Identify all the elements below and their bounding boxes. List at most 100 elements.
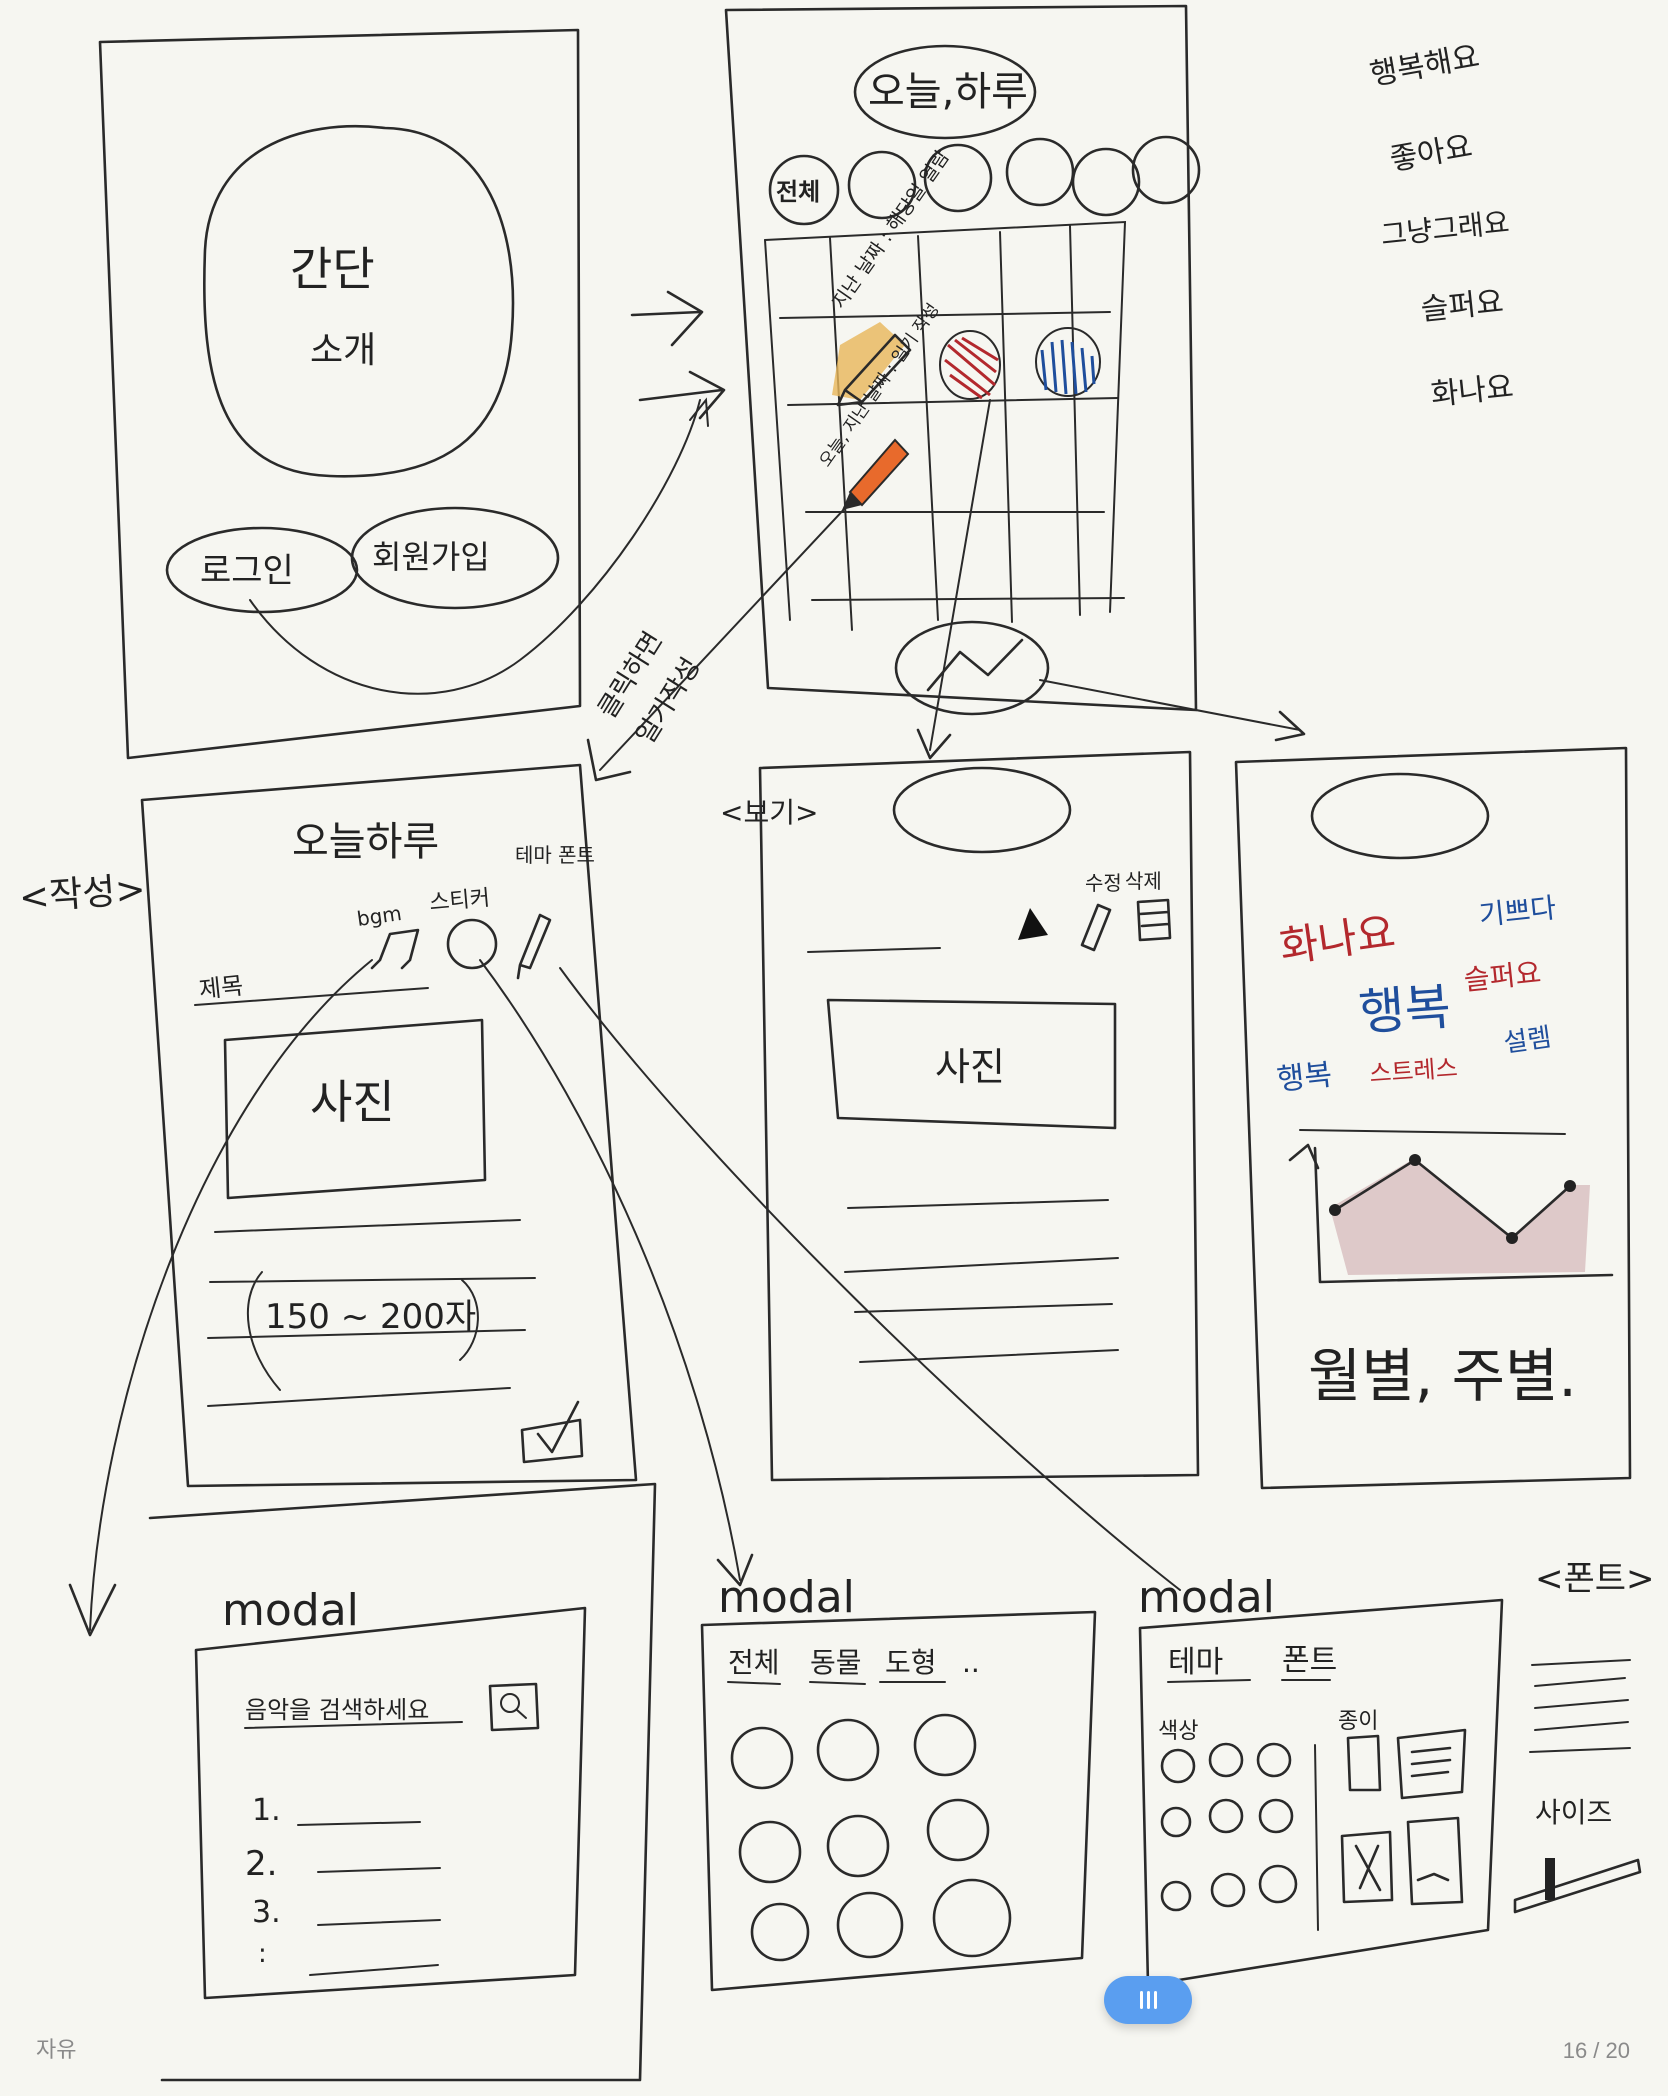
music-search-button[interactable] bbox=[488, 1682, 540, 1732]
char-limit-text: 150 ~ 200자 bbox=[265, 1297, 476, 1337]
paper-option-lined[interactable] bbox=[1396, 1728, 1467, 1800]
sticker-tab-2-underline bbox=[809, 1681, 866, 1685]
font-option-line-3[interactable] bbox=[1534, 1699, 1629, 1709]
color-swatch[interactable] bbox=[1208, 1798, 1244, 1834]
slider-handle[interactable] bbox=[1545, 1858, 1555, 1900]
annotation-past-day: 지난 날짜 : 해당일 열람 bbox=[828, 146, 954, 313]
calendar-border bbox=[764, 220, 1127, 613]
write-line-2 bbox=[209, 1277, 536, 1283]
stats-word-1: 화나요 bbox=[1277, 907, 1399, 972]
color-swatch[interactable] bbox=[1258, 1864, 1298, 1904]
search-icon bbox=[500, 1693, 520, 1713]
mood-day-blue[interactable] bbox=[1035, 327, 1101, 397]
filter-mood-2[interactable] bbox=[923, 143, 993, 213]
view-side-label: <보기> bbox=[720, 796, 818, 829]
signup-button-label: 회원가입 bbox=[372, 538, 490, 576]
mood-day-red[interactable] bbox=[939, 330, 1001, 400]
filter-mood-5[interactable] bbox=[1131, 135, 1201, 205]
write-line-3 bbox=[207, 1329, 526, 1339]
font-option-line-1[interactable] bbox=[1531, 1659, 1631, 1666]
write-photo-label: 사진 bbox=[310, 1075, 395, 1129]
sticker-item[interactable] bbox=[750, 1902, 810, 1962]
trash-icon[interactable] bbox=[1136, 898, 1172, 942]
theme-tab-font[interactable]: 폰트 bbox=[1282, 1643, 1337, 1678]
sticker-tab-3[interactable]: 도형 bbox=[885, 1646, 937, 1679]
sticker-icon[interactable] bbox=[446, 918, 498, 970]
music-list-line-2[interactable] bbox=[317, 1867, 441, 1873]
page-navigator-button[interactable] bbox=[1104, 1976, 1192, 2024]
mood-item-5: 화나요 bbox=[1429, 369, 1515, 412]
filter-all[interactable]: 전체 bbox=[768, 154, 840, 226]
screen-intro: 간단 소개 로그인 회원가입 bbox=[98, 28, 709, 760]
font-option-line-4[interactable] bbox=[1534, 1721, 1629, 1731]
stats-chart-button[interactable] bbox=[894, 620, 1050, 716]
mood-item-3: 그냥그래요 bbox=[1379, 206, 1511, 252]
sticker-item[interactable] bbox=[730, 1726, 794, 1790]
sticker-item[interactable] bbox=[913, 1713, 977, 1777]
submit-check-button[interactable] bbox=[520, 1400, 584, 1464]
music-list-number-1: 1. bbox=[252, 1793, 281, 1828]
flow-to-write bbox=[599, 504, 849, 771]
sticker-item[interactable] bbox=[836, 1891, 904, 1959]
music-list-line-3[interactable] bbox=[317, 1919, 441, 1926]
filter-mood-4[interactable] bbox=[1071, 147, 1141, 217]
filter-mood-1[interactable] bbox=[847, 150, 917, 220]
view-line-2 bbox=[844, 1257, 1119, 1273]
theme-section-divider bbox=[1314, 1744, 1319, 1931]
font-option-line-2[interactable] bbox=[1534, 1677, 1626, 1687]
color-swatch[interactable] bbox=[1160, 1748, 1196, 1784]
theme-pencil-icon[interactable] bbox=[516, 913, 552, 980]
play-icon[interactable] bbox=[1018, 908, 1048, 940]
music-list-line-4[interactable] bbox=[309, 1964, 439, 1976]
font-option-line-5[interactable] bbox=[1529, 1747, 1631, 1753]
paper-option-wave[interactable] bbox=[1406, 1816, 1464, 1906]
sticker-item[interactable] bbox=[826, 1814, 890, 1878]
signup-button[interactable]: 회원가입 bbox=[350, 506, 560, 610]
intro-logo-circle bbox=[203, 124, 515, 478]
arrow-to-main-1 bbox=[630, 290, 704, 347]
page-label: 자유 bbox=[36, 2037, 77, 2062]
color-swatch[interactable] bbox=[1208, 1742, 1244, 1778]
color-swatch[interactable] bbox=[1258, 1798, 1294, 1834]
filter-all-circle bbox=[768, 154, 840, 226]
sticker-item[interactable] bbox=[816, 1718, 880, 1782]
color-swatch[interactable] bbox=[1210, 1872, 1246, 1908]
sticker-item[interactable] bbox=[738, 1820, 802, 1884]
font-size-slider[interactable] bbox=[1513, 1858, 1642, 1914]
paper-option-cross[interactable] bbox=[1340, 1830, 1394, 1904]
intro-logo-line2: 소개 bbox=[310, 330, 376, 371]
orange-pencil-icon[interactable] bbox=[842, 438, 910, 510]
color-swatch[interactable] bbox=[1160, 1806, 1192, 1838]
sticker-tab-1[interactable]: 전체 bbox=[728, 1646, 780, 1679]
mood-item-2: 좋아요 bbox=[1387, 129, 1475, 178]
color-swatch[interactable] bbox=[1160, 1880, 1192, 1912]
stats-word-4: 슬퍼요 bbox=[1462, 956, 1542, 997]
sticker-item[interactable] bbox=[932, 1878, 1012, 1958]
stats-word-5: 설렘 bbox=[1502, 1023, 1554, 1059]
sticker-tab-more[interactable]: .. bbox=[962, 1646, 980, 1679]
flow-to-sticker-modal-arrowhead bbox=[716, 1553, 754, 1587]
pages-icon bbox=[1139, 1991, 1157, 2009]
delete-label: 삭제 bbox=[1125, 869, 1162, 893]
theme-tab-theme[interactable]: 테마 bbox=[1168, 1645, 1223, 1680]
color-swatch[interactable] bbox=[1256, 1742, 1292, 1778]
write-photo-box[interactable]: 사진 bbox=[223, 1018, 487, 1200]
edit-pencil-icon[interactable] bbox=[1080, 903, 1112, 952]
sticker-item[interactable] bbox=[926, 1798, 990, 1862]
font-panel: <폰트> 사이즈 bbox=[1513, 1559, 1655, 1914]
edit-label: 수정 bbox=[1085, 871, 1122, 895]
subject-input-line[interactable] bbox=[194, 987, 429, 1006]
filter-mood-3[interactable] bbox=[1005, 137, 1075, 207]
music-note-icon[interactable] bbox=[370, 928, 420, 970]
sticker-label: 스티커 bbox=[428, 886, 491, 916]
signup-button-outline bbox=[350, 506, 560, 610]
login-button[interactable]: 로그인 bbox=[165, 526, 359, 614]
sticker-tab-2[interactable]: 동물 bbox=[810, 1646, 862, 1679]
pencil-icon bbox=[836, 333, 912, 407]
flow-to-theme-modal bbox=[559, 967, 1181, 1591]
music-list-line-1[interactable] bbox=[297, 1821, 421, 1826]
paper-option[interactable] bbox=[1346, 1734, 1382, 1792]
music-search-underline[interactable] bbox=[244, 1721, 463, 1729]
highlighted-day[interactable] bbox=[832, 322, 912, 407]
